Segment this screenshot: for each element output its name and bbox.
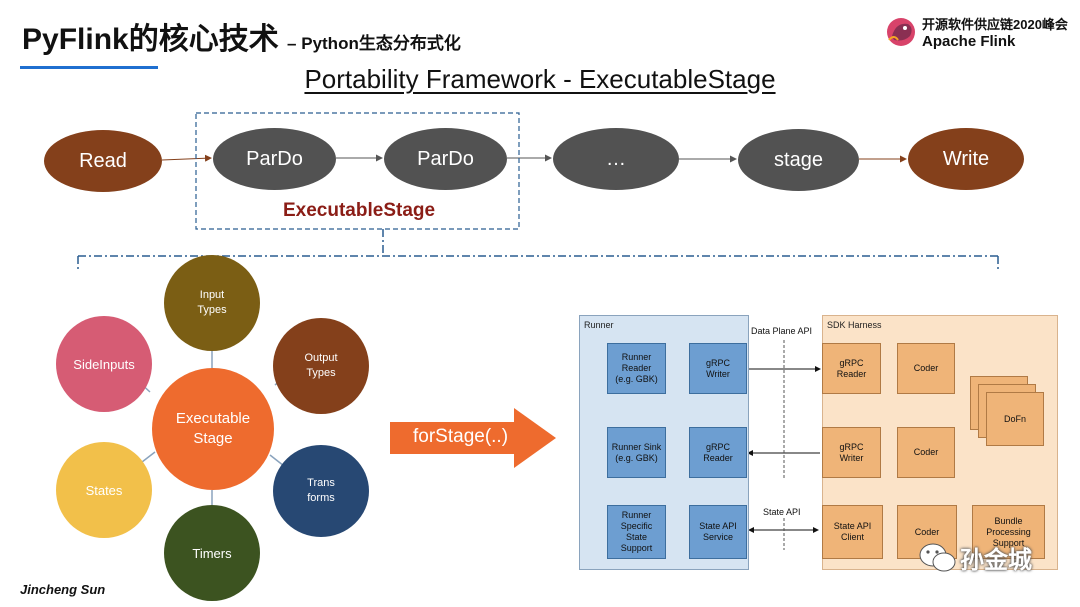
node-ellipsis: … <box>553 128 679 190</box>
author-watermark: 孙金城 <box>960 547 1032 574</box>
spoke-input-types: Input Types <box>164 255 260 351</box>
logo-line-2: Apache Flink <box>922 33 1016 50</box>
node-stage: stage <box>738 129 859 191</box>
page-title: PyFlink的核心技术 – Python生态分布式化 <box>22 14 461 58</box>
runner-sink-box: Runner Sink (e.g. GBK) <box>607 427 666 478</box>
spoke-sideinputs: SideInputs <box>56 316 152 412</box>
node-pardo-2: ParDo <box>384 128 507 190</box>
summit-logo: 开源软件供应链2020峰会 Apache Flink <box>922 16 1068 50</box>
runner-title: Runner <box>584 320 614 330</box>
node-write: Write <box>908 128 1024 190</box>
runner-reader-box: Runner Reader (e.g. GBK) <box>607 343 666 394</box>
sdk-grpc-reader-box: gRPC Reader <box>822 343 881 394</box>
sdk-coder-box-2: Coder <box>897 427 955 478</box>
edge-read-pardo <box>161 154 212 162</box>
title-underline-bar <box>20 66 158 69</box>
spoke-states: States <box>56 442 152 538</box>
sdk-grpc-writer-box: gRPC Writer <box>822 427 881 478</box>
squirrel-logo-icon <box>887 18 915 46</box>
executable-stage-label: ExecutableStage <box>283 200 436 221</box>
data-plane-api-label: Data Plane API <box>751 326 813 336</box>
footer-author: Jincheng Sun <box>20 582 106 597</box>
state-api-label: State API <box>763 507 801 517</box>
runner-grpc-reader-box: gRPC Reader <box>689 427 747 478</box>
wechat-icon <box>919 543 956 572</box>
spoke-output-types: Output Types <box>273 318 369 414</box>
runner-grpc-writer-box: gRPC Writer <box>689 343 747 394</box>
title-text: PyFlink的核心技术 <box>22 23 279 56</box>
node-read: Read <box>44 130 162 192</box>
page-subtitle: – Python生态分布式化 <box>287 34 461 53</box>
sdk-dofn-box: DoFn <box>986 392 1044 446</box>
sdk-coder-box-1: Coder <box>897 343 955 394</box>
sdk-harness-title: SDK Harness <box>827 320 882 330</box>
main-heading: Portability Framework - ExecutableStage <box>304 64 776 94</box>
state-api-client-box: State API Client <box>822 505 883 559</box>
forstage-label: forStage(..) <box>413 426 509 447</box>
logo-line-1: 开源软件供应链2020峰会 <box>922 17 1068 32</box>
bundle-processing-support-box: Bundle Processing Support <box>972 505 1045 559</box>
runner-state-support-box: Runner Specific State Support <box>607 505 666 559</box>
state-api-service-box: State API Service <box>689 505 747 559</box>
node-pardo-1: ParDo <box>213 128 336 190</box>
forstage-arrow-icon <box>390 408 556 468</box>
hub-executable-stage: Executable Stage <box>152 368 274 490</box>
spoke-timers: Timers <box>164 505 260 601</box>
executable-stage-group-box <box>195 112 520 230</box>
spoke-transforms: Trans forms <box>273 445 369 537</box>
